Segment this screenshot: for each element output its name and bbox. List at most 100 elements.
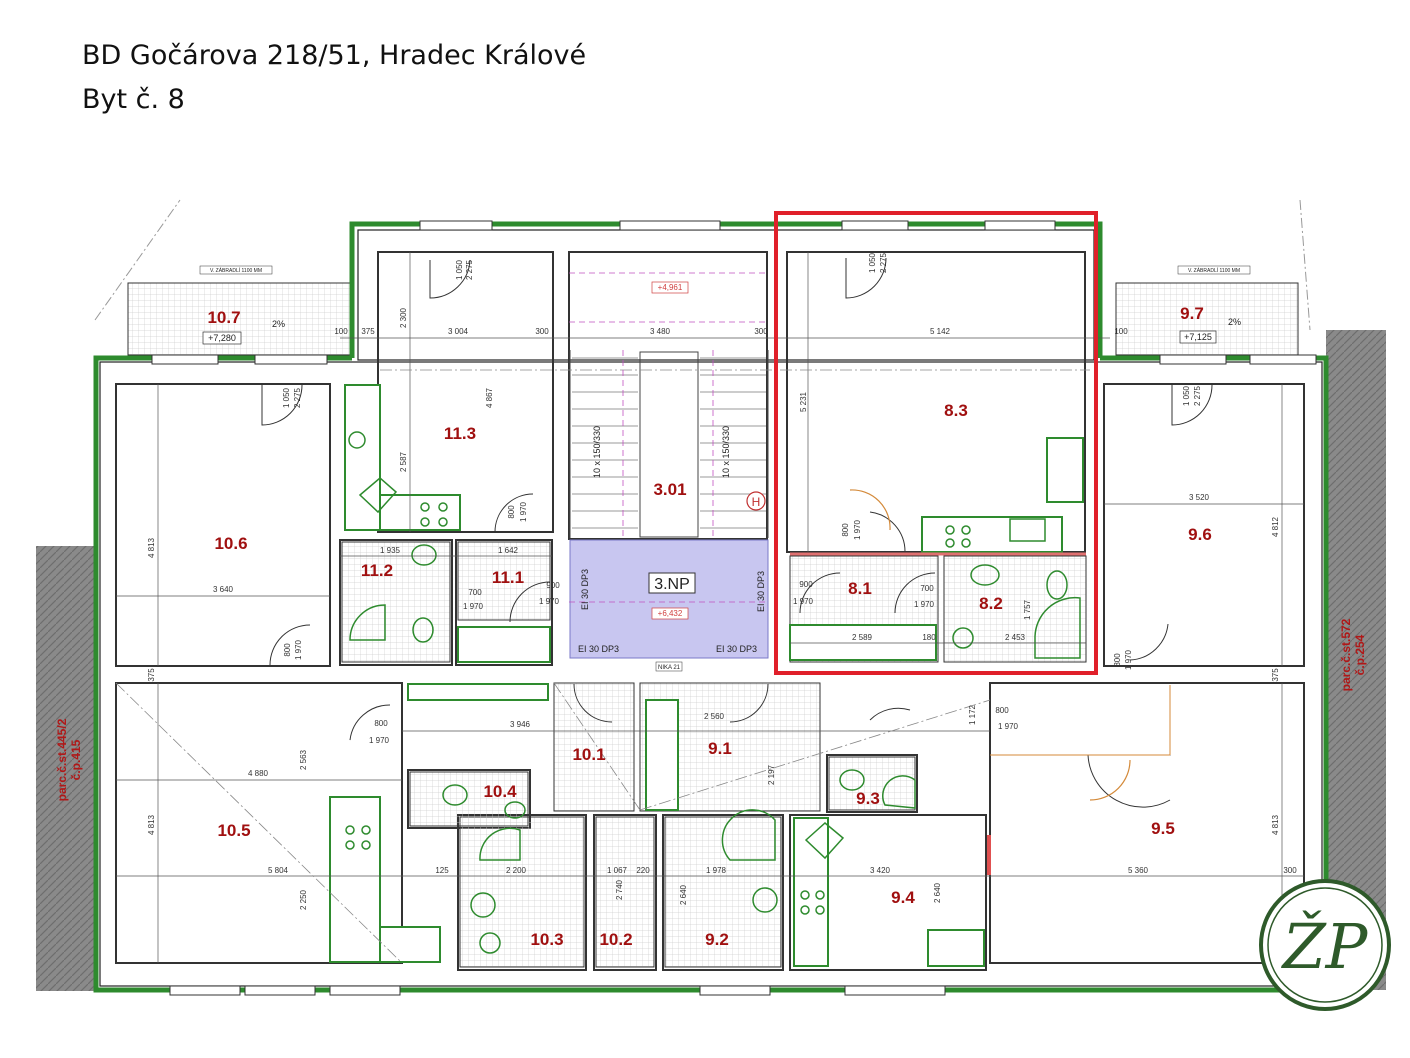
room-10-3: 10.3 — [530, 930, 563, 949]
dim-4867: 4 867 — [485, 387, 494, 408]
dim-2640-b: 2 640 — [933, 882, 942, 903]
apartment-8-highlight — [774, 211, 1098, 675]
door-800-f: 800 — [1113, 653, 1122, 667]
door-1970-b: 1 970 — [853, 519, 862, 540]
win-2275-a: 2 275 — [465, 259, 474, 280]
door-swings — [261, 257, 1213, 808]
fire-note-left: EI 30 DP3 — [578, 644, 619, 654]
door-700-a: 700 — [468, 588, 482, 597]
dim-5231: 5 231 — [799, 391, 808, 412]
kitchen-units — [329, 384, 1084, 967]
slope-right: 2% — [1228, 317, 1241, 327]
dim-2740: 2 740 — [615, 879, 624, 900]
windows — [151, 220, 1317, 996]
dim-2300: 2 300 — [399, 307, 408, 328]
dim-220: 220 — [636, 866, 650, 875]
page-subtitle: Byt č. 8 — [82, 84, 185, 115]
level-stair-top: +4,961 — [658, 283, 683, 292]
railing-note-right: V. ZÁBRADLÍ 1100 MM — [1188, 267, 1240, 274]
parcel-left-line1: parc.č.st.445/2 — [55, 718, 69, 801]
room-10-7: 10.7 — [207, 308, 240, 327]
room-9-6: 9.6 — [1188, 525, 1212, 544]
dim-300-a: 300 — [535, 327, 549, 336]
dim-3480: 3 480 — [650, 327, 671, 336]
room-10-2: 10.2 — [599, 930, 632, 949]
room-10-1: 10.1 — [572, 745, 605, 764]
dim-1172: 1 172 — [968, 704, 977, 725]
level-terrace-right: +7,125 — [1184, 332, 1212, 342]
fire-wall-left: EI 30 DP3 — [580, 569, 590, 610]
dim-3420: 3 420 — [870, 866, 891, 875]
win-2275-c: 2 275 — [293, 387, 302, 408]
dimension-lines — [116, 252, 1304, 963]
dim-3946: 3 946 — [510, 720, 531, 729]
win-1050-a: 1 050 — [455, 259, 464, 280]
room-3-01: 3.01 — [653, 480, 686, 499]
door-1970-g: 1 970 — [369, 736, 390, 745]
dim-4813-b: 4 813 — [147, 814, 156, 835]
dim-2640-a: 2 640 — [679, 884, 688, 905]
terrace-right — [1115, 282, 1299, 356]
door-1970-i: 1 970 — [294, 639, 303, 660]
dim-2200: 2 200 — [506, 866, 527, 875]
fire-note-right: EI 30 DP3 — [716, 644, 757, 654]
door-900-b: 900 — [799, 580, 813, 589]
dim-2563: 2 563 — [299, 749, 308, 770]
railing-note-left: V. ZÁBRADLÍ 1100 MM — [210, 267, 262, 274]
dim-5360: 5 360 — [1128, 866, 1149, 875]
stair-note-left: 10 x 150/330 — [592, 426, 602, 478]
parcel-left-line2: č.p.415 — [69, 739, 83, 780]
dim-1757: 1 757 — [1023, 599, 1032, 620]
door-1970-f: 1 970 — [914, 600, 935, 609]
door-1970-c: 1 970 — [539, 597, 560, 606]
sanitary-fixtures — [349, 544, 1081, 954]
dim-300-b: 300 — [754, 327, 768, 336]
level-landing: +6,432 — [658, 609, 683, 618]
dim-5804: 5 804 — [268, 866, 289, 875]
dim-3640: 3 640 — [213, 585, 234, 594]
zp-logo: ŽP — [1259, 879, 1391, 1011]
niche-label: NIKA 21 — [658, 665, 681, 671]
room-8-3: 8.3 — [944, 401, 968, 420]
door-1970-d: 1 970 — [463, 602, 484, 611]
dim-4813-a: 4 813 — [147, 537, 156, 558]
dim-3004: 3 004 — [448, 327, 469, 336]
room-10-5: 10.5 — [217, 821, 250, 840]
dim-2589: 2 589 — [852, 633, 873, 642]
win-2275-d: 2 275 — [1193, 385, 1202, 406]
dim-4812: 4 812 — [1271, 516, 1280, 537]
staircase — [569, 350, 769, 538]
room-9-7: 9.7 — [1180, 304, 1204, 323]
parcel-right-line1: parc.č.st.572 — [1339, 618, 1353, 691]
fire-wall-right: EI 30 DP3 — [756, 571, 766, 612]
dim-100-b: 100 — [1114, 327, 1128, 336]
win-2275-b: 2 275 — [879, 252, 888, 273]
dim-2560: 2 560 — [704, 712, 725, 721]
logo-text: ŽP — [1281, 910, 1369, 983]
parcel-right-line2: č.p.254 — [1353, 634, 1367, 675]
dim-1067: 1 067 — [607, 866, 628, 875]
door-1970-j: 1 970 — [1124, 649, 1133, 670]
dim-2250: 2 250 — [299, 889, 308, 910]
dim-4813-c: 4 813 — [1271, 814, 1280, 835]
dim-4880: 4 880 — [248, 769, 269, 778]
neighbour-building-left — [36, 546, 94, 991]
page-title: BD Gočárova 218/51, Hradec Králové — [82, 40, 587, 71]
dim-1978: 1 978 — [706, 866, 727, 875]
room-9-3: 9.3 — [856, 789, 880, 808]
door-700-b: 700 — [920, 584, 934, 593]
dim-180: 180 — [922, 633, 936, 642]
door-800-e: 800 — [283, 643, 292, 657]
dim-375-v-a: 375 — [147, 668, 156, 682]
dim-375-v-b: 375 — [1271, 668, 1280, 682]
hydrant-icon — [746, 491, 766, 511]
level-terrace-left: +7,280 — [208, 333, 236, 343]
win-1050-d: 1 050 — [1182, 385, 1191, 406]
room-9-1: 9.1 — [708, 739, 732, 758]
room-9-4: 9.4 — [891, 888, 915, 907]
dim-1935: 1 935 — [380, 546, 401, 555]
dim-300-c: 300 — [1283, 866, 1297, 875]
door-900-a: 900 — [546, 581, 560, 590]
dim-125: 125 — [435, 866, 449, 875]
door-800-c: 800 — [374, 719, 388, 728]
